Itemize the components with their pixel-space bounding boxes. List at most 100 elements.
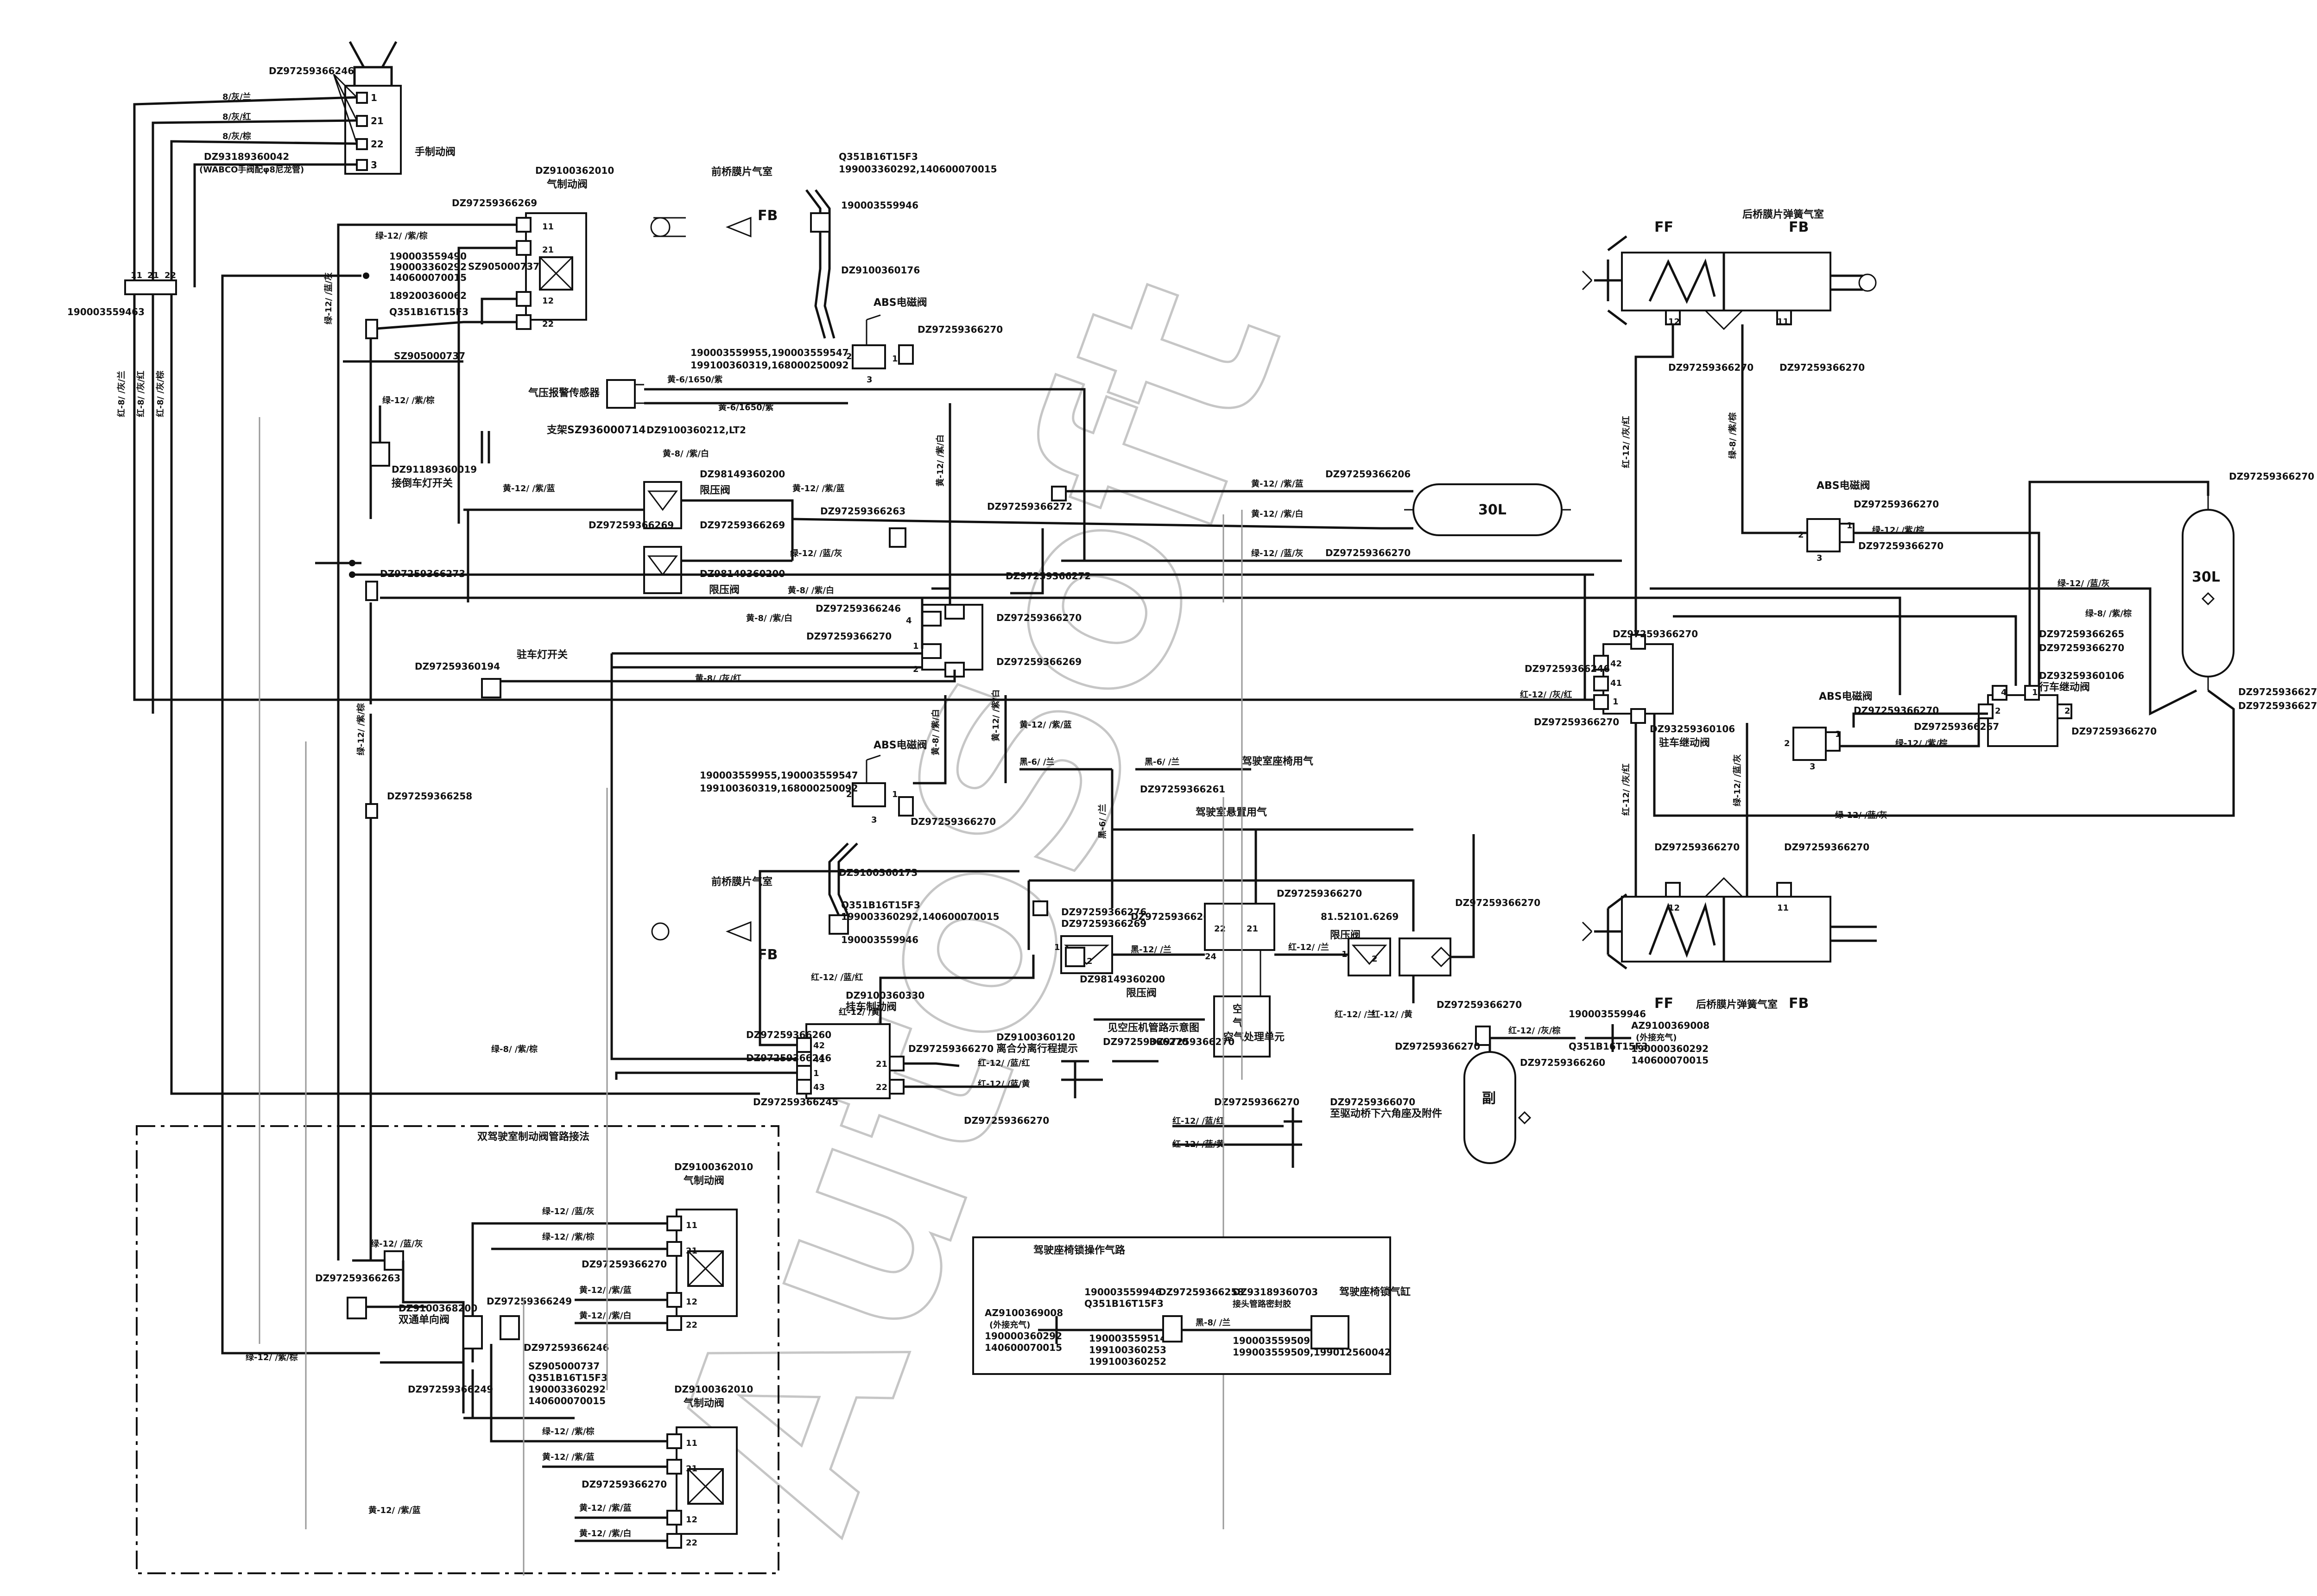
- part-number: DZ97259366246: [269, 65, 354, 76]
- shift-valve[interactable]: [462, 1315, 520, 1349]
- port-label: 42: [1610, 659, 1622, 669]
- abs-valve-right-top[interactable]: [1806, 518, 1855, 552]
- part-number: DZ97259360194: [415, 661, 500, 672]
- part-number: DZ97259366263: [315, 1273, 400, 1284]
- foot-brake-valve[interactable]: [516, 212, 587, 330]
- abs-valve-top[interactable]: [852, 314, 886, 369]
- part-number: DZ9100362010: [674, 1384, 753, 1395]
- fitting: [365, 581, 378, 601]
- part-number: DZ97259366270: [996, 612, 1082, 623]
- air-unit-title: 气: [1232, 1017, 1243, 1029]
- port-label: 11: [686, 1221, 697, 1230]
- port-label: 12: [542, 296, 554, 306]
- relay-valve[interactable]: [921, 604, 983, 678]
- part-number: DZ97259366258: [387, 791, 472, 802]
- part-number: 190003360292: [389, 261, 467, 272]
- port-label: 41: [1610, 678, 1622, 688]
- part-number: DZ97259366269: [700, 519, 785, 531]
- port-label: 3: [871, 815, 877, 825]
- dryer-note: 驾驶室悬置用气: [1196, 806, 1267, 818]
- port-label: 12: [1668, 903, 1680, 913]
- part-number: DZ97259366270: [1437, 999, 1522, 1010]
- port-label: 22: [876, 1083, 887, 1092]
- part-number: DZ9100360212,LT2: [646, 424, 746, 436]
- abs-valve-bottom[interactable]: [852, 754, 914, 817]
- seat-lock-cylinder[interactable]: [1310, 1315, 1349, 1349]
- port-label: 1: [813, 1069, 819, 1078]
- plv-title: 限压阀: [700, 485, 730, 496]
- part-number: DZ98149360200: [700, 469, 785, 480]
- pipe-label: 黄-12/ /紫/白: [579, 1528, 632, 1539]
- pipe-label: 8/灰/棕: [222, 131, 251, 141]
- quick-release-valve[interactable]: [1348, 937, 1391, 976]
- pipe-label: 绿-8/ /紫/棕: [1728, 412, 1738, 459]
- port-label: 1: [2032, 688, 2038, 697]
- pipe-label: 绿-12/ /紫/棕: [1895, 738, 1948, 748]
- hand-brake-valve[interactable]: 1 21 22 3: [344, 41, 402, 175]
- port-label: 12: [686, 1515, 697, 1525]
- rear-spring-chamber-top[interactable]: [1594, 252, 1877, 330]
- part-number: Q351B16T15F3: [841, 899, 920, 911]
- abs-title: ABS电磁阀: [1819, 690, 1873, 703]
- part-number: DZ9100360330: [846, 990, 924, 1001]
- pressure-limit-valve-top[interactable]: [643, 481, 682, 529]
- pressure-limit-valve-mid[interactable]: [1060, 935, 1113, 974]
- pipe-label: 8/灰/兰: [222, 92, 251, 102]
- part-number: DZ97259366249: [408, 1384, 493, 1395]
- port-label: 21: [371, 115, 384, 127]
- parking-relay-valve[interactable]: [1593, 634, 1674, 724]
- part-number: DZ97259366270: [1654, 842, 1740, 853]
- part-number: DZ97259366263: [820, 506, 905, 517]
- port-label: 2: [1087, 956, 1093, 966]
- fb-label: FB: [1789, 995, 1809, 1012]
- pressure-limit-valve-bottom[interactable]: [643, 546, 682, 594]
- plv-title: 限压阀: [1330, 930, 1361, 941]
- pipe-label: 黄-12/ /紫/白: [991, 689, 1001, 741]
- part-number: DZ9100360173: [839, 867, 918, 878]
- transmission-fitting: [1284, 1108, 1302, 1168]
- part-number: DZ97259366270: [1395, 1041, 1480, 1052]
- part-number: DZ9100360176: [841, 265, 920, 276]
- tank-label: 30L: [2192, 569, 2220, 585]
- port-label: 24: [1205, 952, 1216, 962]
- fitting: [384, 1250, 404, 1271]
- part-number: 190003559946: [1569, 1008, 1646, 1020]
- part-number: DZ97259366270: [1214, 1096, 1299, 1108]
- foot-brake-valve-3[interactable]: [666, 1426, 738, 1549]
- trans-note: 至驱动桥下六角座及附件: [1330, 1108, 1442, 1120]
- pipe-label: 红-12/ /兰: [1335, 1009, 1375, 1020]
- port-label: 21: [686, 1464, 697, 1474]
- port-label: 1: [1054, 943, 1060, 952]
- part-number: DZ97259366261: [1140, 784, 1225, 795]
- port-label: 43: [813, 1083, 825, 1092]
- note: 接头管路密封胶: [1233, 1299, 1291, 1309]
- foot-brake-valve-2[interactable]: [666, 1209, 738, 1331]
- part-number: DZ97259366206: [1325, 469, 1411, 480]
- pipe-label: 黄-6/1650/紫: [718, 402, 773, 412]
- double-check-valve[interactable]: [1399, 937, 1452, 976]
- pipe-label: 红-12/ /兰: [1288, 942, 1329, 952]
- part-number: DZ97259366246: [816, 603, 901, 614]
- pipe-label: 绿-12/ /紫/棕: [382, 395, 435, 405]
- rear-relay-valve[interactable]: [1978, 685, 2072, 747]
- pipe-label: 8/灰/红: [222, 112, 251, 122]
- part-number: DZ97259366269: [996, 656, 1082, 667]
- part-number: SZ905000737: [528, 1361, 600, 1372]
- abs-valve-right-bottom[interactable]: [1792, 727, 1841, 761]
- rear-spring-chamber-bottom[interactable]: [1594, 877, 1877, 963]
- port-label: 11: [542, 222, 554, 232]
- part-number: DZ97259366258: [1158, 1286, 1244, 1298]
- port-label: 22: [686, 1320, 697, 1330]
- part-number: DZ97259366269: [1061, 918, 1146, 929]
- pipe-label: 红-12/ /蓝/红: [1172, 1116, 1225, 1126]
- pipe-label: 红-8/ /灰/红: [136, 371, 146, 417]
- port-label: 21: [147, 271, 159, 280]
- trailer-brake-valve[interactable]: [796, 1023, 905, 1099]
- part-number: DZ97259366270: [1149, 1036, 1234, 1047]
- fitting: [1032, 900, 1048, 916]
- port-label: 1: [892, 354, 898, 364]
- pipe-label: 黄-12/ /紫/白: [579, 1311, 632, 1321]
- part-number: 190003559946: [841, 200, 918, 211]
- rear-relay-title: 行车继动阀: [2038, 681, 2090, 693]
